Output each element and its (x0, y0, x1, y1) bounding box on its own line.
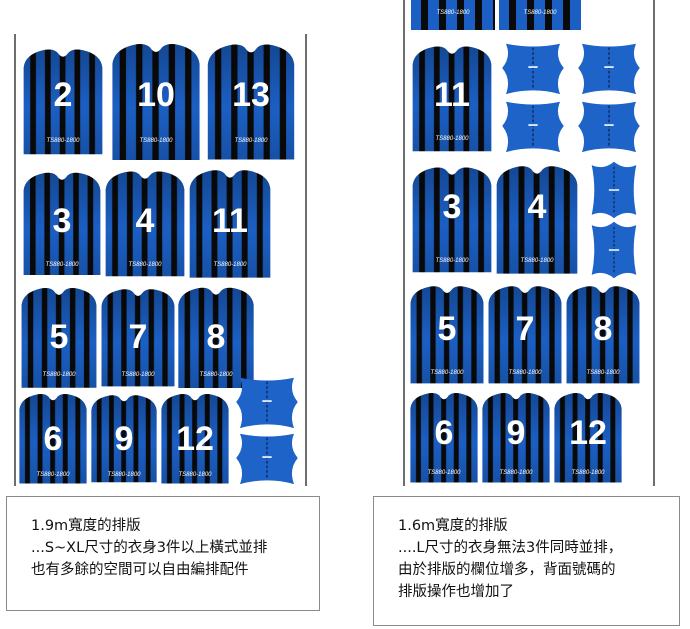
jersey-piece: 3 TS880-1800 (412, 167, 492, 273)
brand-label: TS880-1800 (435, 136, 469, 142)
brand-label: TS880-1800 (107, 472, 141, 478)
jersey-number: 7 (516, 310, 535, 348)
jersey-piece: 7 TS880-1800 (488, 286, 562, 384)
jersey-piece: 8 TS880-1800 (178, 287, 254, 388)
jersey-piece-cropped: TS880-1800 (499, 0, 581, 30)
jersey-piece: 4 TS880-1800 (105, 171, 185, 277)
jersey-number: 8 (207, 318, 226, 356)
jersey-number: 6 (435, 414, 454, 452)
brand-label: TS880-1800 (213, 262, 247, 268)
brand-label: TS880-1800 (427, 470, 461, 476)
brand-label: TS880-1800 (36, 472, 70, 478)
caption-title: 1.9m寬度的排版 (31, 518, 141, 534)
jersey-piece: 5 TS880-1800 (21, 288, 97, 388)
jersey-number: 7 (129, 318, 148, 356)
sleeve-piece (235, 433, 299, 485)
brand-label: TS880-1800 (121, 372, 155, 378)
jersey-piece-cropped: TS880-1800 (411, 0, 495, 30)
jersey-piece: 6 TS880-1800 (410, 393, 478, 483)
jersey-piece: 2 TS880-1800 (23, 49, 103, 155)
jersey-piece: 4 TS880-1800 (496, 166, 578, 274)
sleeve-piece (235, 377, 299, 429)
jersey-number: 4 (136, 202, 155, 240)
sleeve-piece (590, 220, 638, 280)
sleeve-piece (501, 42, 565, 95)
jersey-number: 9 (507, 414, 526, 452)
brand-label: TS880-1800 (435, 258, 469, 264)
sleeve-piece (590, 160, 638, 220)
jersey-piece: 9 TS880-1800 (482, 393, 550, 483)
sleeve-piece (577, 100, 641, 153)
jersey-piece: 8 TS880-1800 (566, 286, 640, 384)
jersey-piece: 11 TS880-1800 (189, 170, 271, 278)
jersey-number: 4 (528, 188, 547, 226)
brand-label: TS880-1800 (586, 370, 620, 376)
jersey-number: 13 (232, 76, 270, 114)
caption-line: 也有多餘的空間可以自由編排配件 (31, 562, 249, 578)
jersey-number: 5 (438, 310, 457, 348)
fabric-layout-1-6m (403, 0, 655, 486)
jersey-number: 3 (443, 188, 462, 226)
fabric-layout-1-9m (14, 34, 307, 486)
caption-title: 1.6m寬度的排版 (398, 518, 508, 534)
jersey-piece: 12 TS880-1800 (554, 393, 622, 483)
brand-label: TS880-1800 (523, 10, 557, 16)
caption-box-1-6m: 1.6m寬度的排版 ....L尺寸的衣身無法3件同時並排， 由於排版的欄位增多，… (373, 496, 680, 626)
jersey-number: 12 (176, 420, 214, 458)
jersey-piece: 10 TS880-1800 (112, 43, 200, 160)
jersey-number: 2 (54, 76, 73, 114)
brand-label: TS880-1800 (430, 370, 464, 376)
jersey-piece: 7 TS880-1800 (101, 289, 175, 387)
brand-label: TS880-1800 (234, 138, 268, 144)
jersey-piece: 13 TS880-1800 (207, 44, 295, 160)
jersey-number: 10 (137, 76, 175, 114)
jersey-piece: 5 TS880-1800 (410, 286, 484, 384)
sleeve-piece (501, 100, 565, 153)
jersey-piece: 9 TS880-1800 (91, 395, 157, 483)
brand-label: TS880-1800 (520, 258, 554, 264)
brand-label: TS880-1800 (508, 370, 542, 376)
jersey-piece: 12 TS880-1800 (161, 394, 229, 484)
brand-label: TS880-1800 (128, 262, 162, 268)
caption-line: ....L尺寸的衣身無法3件同時並排， (398, 540, 623, 556)
caption-line: 由於排版的欄位增多，背面號碼的 (398, 562, 616, 578)
brand-label: TS880-1800 (42, 372, 76, 378)
jersey-piece: 3 TS880-1800 (23, 172, 101, 275)
jersey-number: 11 (434, 76, 470, 114)
caption-box-1-9m: 1.9m寬度的排版 ...S~XL尺寸的衣身3件以上橫式並排 也有多餘的空間可以… (6, 496, 320, 611)
brand-label: TS880-1800 (199, 372, 233, 378)
brand-label: TS880-1800 (178, 472, 212, 478)
jersey-number: 11 (212, 202, 248, 240)
jersey-number: 5 (50, 318, 69, 356)
brand-label: TS880-1800 (46, 138, 80, 144)
caption-line: ...S~XL尺寸的衣身3件以上橫式並排 (31, 540, 268, 556)
jersey-number: 12 (569, 414, 607, 452)
jersey-number: 9 (115, 420, 134, 458)
sleeve-piece (577, 42, 641, 95)
caption-line: 排版操作也增加了 (398, 584, 514, 600)
brand-label: TS880-1800 (571, 470, 605, 476)
jersey-piece: 11 TS880-1800 (412, 46, 492, 152)
jersey-number: 6 (44, 420, 63, 458)
brand-label: TS880-1800 (499, 470, 533, 476)
jersey-piece: 6 TS880-1800 (19, 394, 87, 484)
brand-label: TS880-1800 (436, 10, 470, 16)
jersey-number: 8 (594, 310, 613, 348)
jersey-number: 3 (53, 202, 72, 240)
brand-label: TS880-1800 (45, 262, 79, 268)
brand-label: TS880-1800 (139, 138, 173, 144)
